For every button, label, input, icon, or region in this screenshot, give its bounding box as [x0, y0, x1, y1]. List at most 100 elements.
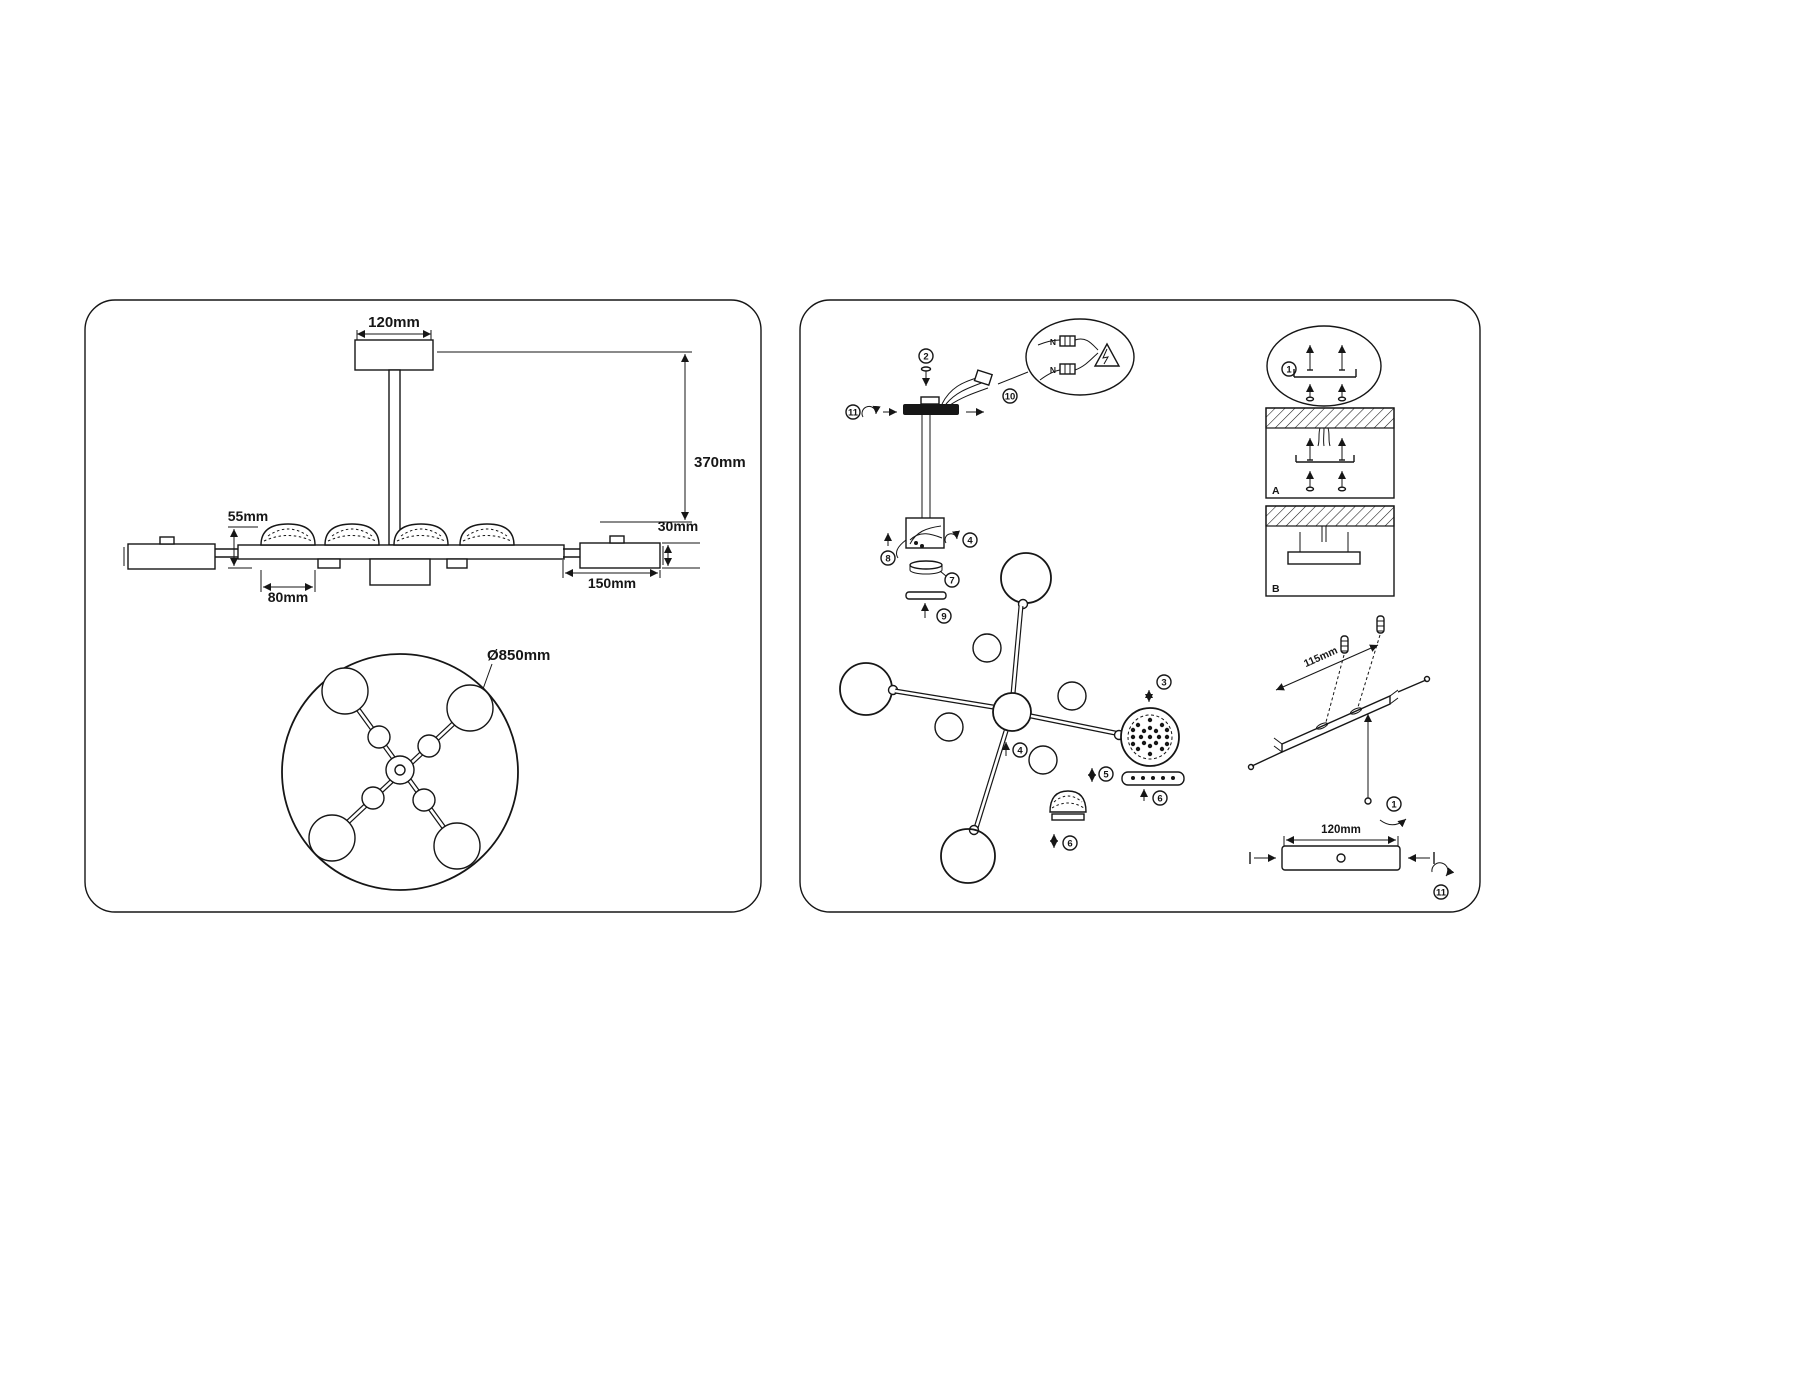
ceiling-hatch — [1265, 505, 1395, 527]
head-top-right — [446, 684, 494, 732]
screw-icon — [1338, 438, 1346, 461]
left-end-lamp — [123, 536, 238, 570]
rotate-icon — [1431, 862, 1455, 877]
step-badge-11b: 11 — [1433, 884, 1449, 900]
ceiling-canopy — [354, 339, 434, 371]
center-hub — [992, 692, 1032, 732]
step-badge-3: 3 — [1156, 674, 1172, 690]
main-arm-bar — [237, 544, 565, 560]
dim-shade-width: 80mm — [260, 570, 316, 605]
step-badge-8: 8 — [880, 550, 896, 566]
lamp-dome-4 — [459, 523, 515, 546]
mount-bracket-bar — [1281, 694, 1391, 754]
bar-connector-right — [446, 558, 468, 569]
center-hub — [385, 755, 415, 785]
svg-text:6: 6 — [1067, 839, 1072, 850]
arm-height-label: 30mm — [658, 518, 698, 534]
svg-text:4: 4 — [1017, 746, 1023, 757]
terminal-block-top — [1059, 335, 1076, 347]
stem-rod — [388, 369, 401, 546]
anchor-icon — [1337, 384, 1347, 402]
terminal-top-label: N — [1050, 337, 1056, 347]
rotate-icon — [1379, 818, 1407, 828]
step-badge-6a: 6 — [1062, 835, 1078, 851]
bracket-front-view: 120mm 11 — [1249, 824, 1455, 900]
step-badge-1a: 1 — [1281, 361, 1297, 377]
mount-option-b: B — [1265, 505, 1395, 597]
mount-plate — [1281, 845, 1401, 871]
top-view-drawing: Ø850mm — [281, 647, 550, 891]
svg-text:1: 1 — [1286, 365, 1292, 376]
head-bottom-left — [308, 814, 356, 862]
warning-triangle-icon — [1093, 342, 1121, 367]
frame-top-view: 3 4 5 6 — [839, 552, 1185, 884]
ring-top — [1000, 552, 1052, 604]
svg-text:1: 1 — [1391, 800, 1397, 811]
svg-text:11: 11 — [848, 408, 859, 419]
ring-left — [839, 662, 893, 716]
canopy-mounted — [1287, 551, 1361, 565]
dim-end-arm-length: 150mm — [562, 560, 661, 591]
shade-height-label: 55mm — [228, 508, 268, 524]
overall-diameter-circle — [281, 653, 519, 891]
svg-text:10: 10 — [1005, 392, 1016, 403]
ball-3 — [361, 786, 385, 810]
lamp-dome-3 — [393, 523, 449, 546]
side-view-dimensions: 120mm 370mm 30mm 55mm 150mm — [228, 314, 746, 605]
side-screw-icon — [1408, 852, 1435, 864]
svg-text:7: 7 — [949, 576, 954, 587]
option-a-label: A — [1272, 485, 1280, 497]
led-strip-part — [1121, 771, 1185, 786]
trim-disc — [909, 560, 943, 575]
anchor-dowel-icon — [1357, 615, 1385, 708]
rotate-icon — [861, 405, 881, 418]
dim-shade-height: 55mm — [228, 508, 268, 569]
step-badge-4b: 4 — [1012, 742, 1028, 758]
led-head-detail — [1120, 707, 1180, 767]
glass-ball-4 — [1057, 681, 1087, 711]
overall-diameter-label: Ø850mm — [487, 647, 550, 664]
step-badge-11: 11 — [845, 404, 861, 420]
connector-block — [895, 517, 945, 559]
svg-text:4: 4 — [967, 536, 973, 547]
plate-length-label: 120mm — [1321, 824, 1361, 836]
long-screw-icon — [1247, 751, 1283, 771]
step-badge-1b: 1 — [1386, 796, 1402, 812]
lamp-dome-1 — [260, 523, 316, 546]
svg-text:2: 2 — [923, 352, 928, 363]
glass-ball-3 — [1028, 745, 1058, 775]
screw-icon — [1306, 345, 1314, 371]
down-lamp — [369, 558, 431, 586]
terminal-block-bottom — [1059, 363, 1076, 375]
glass-ball-2 — [934, 712, 964, 742]
screw-icon — [920, 366, 932, 386]
svg-text:5: 5 — [1103, 770, 1109, 781]
plate-hole — [1336, 853, 1346, 863]
mount-option-a: A — [1265, 407, 1395, 499]
step-badge-10: 10 — [1002, 388, 1018, 404]
bracket-length-label: 115mm — [1302, 645, 1339, 670]
step-badge-9: 9 — [936, 608, 952, 624]
ball-4 — [412, 788, 436, 812]
assembly-panel — [799, 299, 1481, 913]
step-badge-2: 2 — [918, 348, 934, 364]
side-view-drawing — [123, 339, 664, 586]
step-badge-5: 5 — [1098, 766, 1114, 782]
option-b-label: B — [1272, 583, 1280, 595]
svg-text:3: 3 — [1161, 678, 1166, 689]
canopy-plate — [903, 404, 959, 415]
anchor-icon — [1305, 384, 1315, 402]
long-screw-icon — [1397, 675, 1431, 693]
svg-text:9: 9 — [941, 612, 946, 623]
mains-wires — [941, 369, 994, 406]
screw-icon — [1306, 438, 1314, 461]
svg-text:11: 11 — [1436, 888, 1447, 899]
shade-dome-part — [1049, 790, 1087, 821]
lamp-dome-2 — [324, 523, 380, 546]
ring-bottom — [940, 828, 996, 884]
exploded-assembly: 2 10 N N — [845, 318, 1135, 624]
bracket-3d-view: 115mm — [1247, 615, 1431, 828]
right-end-lamp — [563, 535, 664, 569]
rotate-icon — [944, 530, 960, 544]
